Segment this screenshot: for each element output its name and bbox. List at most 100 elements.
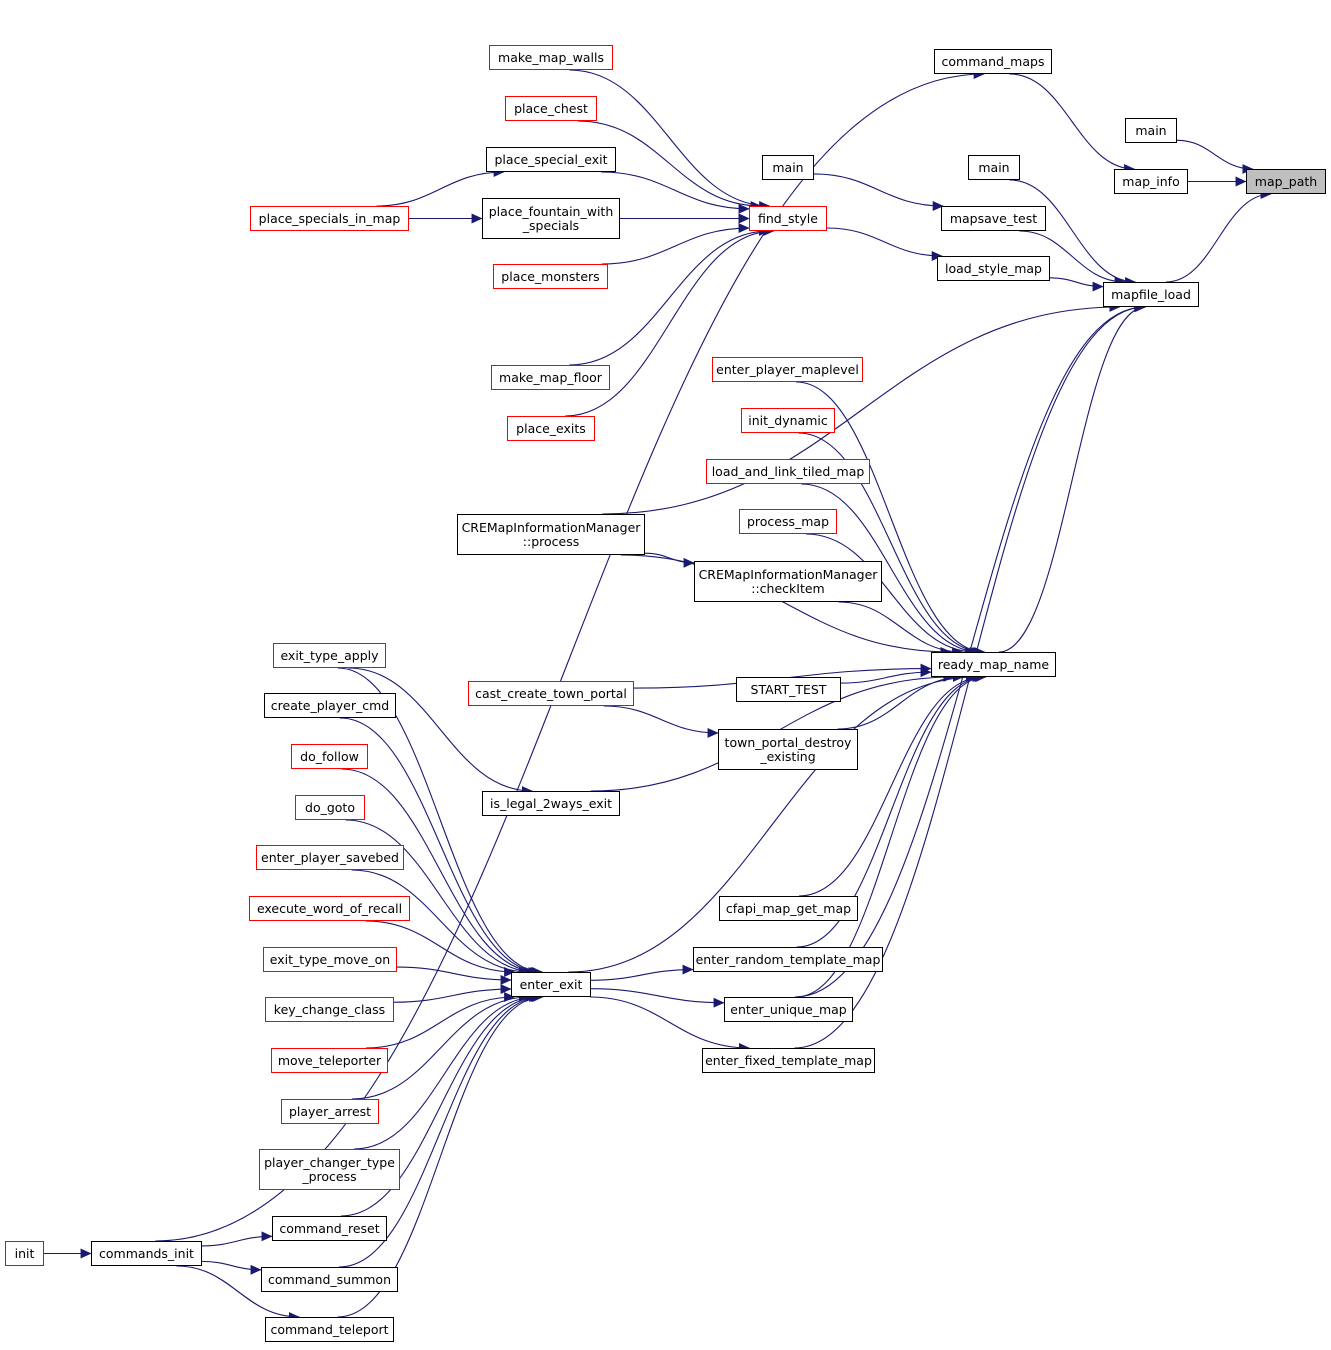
node-key-change-class[interactable]: key_change_class [265, 997, 394, 1022]
node-process-map[interactable]: process_map [739, 509, 837, 534]
edge-exit-type-move-on-to-enter-exit [396, 966, 512, 985]
node-place-chest[interactable]: place_chest [505, 96, 597, 121]
edge-load-style-map-to-mapfile-load [1049, 277, 1104, 292]
node-is-legal-2ways-exit[interactable]: is_legal_2ways_exit [482, 791, 620, 816]
edge-command-summon-to-enter-exit [338, 992, 543, 1268]
edge-place-specials-in-map-to-place-special-exit [376, 167, 505, 207]
edge-find-style-to-load-style-map [826, 227, 943, 261]
node-make-map-floor[interactable]: make_map_floor [491, 365, 610, 390]
edge-player-changer-type-process-to-enter-exit [354, 992, 537, 1150]
node-place-monsters[interactable]: place_monsters [493, 264, 608, 289]
node-start-test[interactable]: START_TEST [736, 677, 841, 702]
edge-place-monsters-to-find-style [601, 223, 750, 265]
node-cremapinformationmanager-process[interactable]: CREMapInformationManager::process [457, 514, 645, 555]
node-place-special-exit[interactable]: place_special_exit [486, 147, 616, 172]
node-load-and-link-tiled-map[interactable]: load_and_link_tiled_map [706, 459, 870, 484]
edge-execute-word-of-recall-to-enter-exit [365, 920, 516, 977]
edge-command-teleport-to-enter-exit [337, 992, 544, 1318]
node-cfapi-map-get-map[interactable]: cfapi_map_get_map [719, 896, 858, 921]
node-make-map-walls[interactable]: make_map_walls [489, 45, 613, 70]
edge-process-map-to-ready-map-name [805, 533, 977, 657]
edge-do-follow-to-enter-exit [341, 768, 540, 977]
edge-cremap-process-to-cremap-checkitem [644, 552, 695, 568]
edge-mapfile-load-to-map-path [1165, 189, 1272, 283]
node-enter-player-savebed[interactable]: enter_player_savebed [256, 845, 404, 870]
node-place-exits[interactable]: place_exits [507, 416, 595, 441]
node-enter-unique-map[interactable]: enter_unique_map [724, 997, 853, 1022]
node-load-style-map[interactable]: load_style_map [937, 256, 1050, 281]
node-enter-player-maplevel[interactable]: enter_player_maplevel [712, 357, 863, 382]
edge-cfapi-map-get-map-to-ready-map-name [799, 672, 984, 897]
edge-player-arrest-to-enter-exit [351, 992, 530, 1100]
edge-enter-exit-to-enter-random-template-map [590, 964, 694, 981]
node-command-summon[interactable]: command_summon [261, 1267, 398, 1292]
edge-init-dynamic-to-ready-map-name [798, 432, 984, 657]
node-main[interactable]: main [968, 155, 1020, 180]
edge-main-a-to-map-path [1176, 139, 1254, 174]
node-player-changer-type-process[interactable]: player_changer_type_process [259, 1149, 400, 1190]
edge-town-portal-destroy-existing-to-ready-map-name [837, 672, 964, 730]
node-move-teleporter[interactable]: move_teleporter [271, 1048, 388, 1073]
edge-command-reset-to-enter-exit [340, 992, 541, 1217]
node-enter-fixed-template-map[interactable]: enter_fixed_template_map [702, 1048, 875, 1073]
node-command-reset[interactable]: command_reset [272, 1216, 387, 1241]
node-command-maps[interactable]: command_maps [934, 49, 1052, 74]
edge-ready-map-name-to-mapfile-load [998, 302, 1147, 653]
edge-enter-exit-to-ready-map-name [568, 672, 977, 973]
node-init-dynamic[interactable]: init_dynamic [741, 408, 835, 433]
node-exit-type-move-on[interactable]: exit_type_move_on [263, 947, 397, 972]
edge-main-c-to-mapsave-test [813, 173, 944, 211]
edge-enter-player-maplevel-to-ready-map-name [796, 381, 986, 657]
edge-key-change-class-to-enter-exit [393, 984, 512, 1003]
edge-cremap-process-to-mapfile-load [602, 302, 1121, 515]
edge-cremap-checkitem-to-ready-map-name [838, 601, 964, 657]
edge-command-maps-to-map-info [1009, 73, 1136, 174]
edge-cremap-process-to-ready-map-name [620, 554, 952, 657]
node-place-specials-in-map[interactable]: place_specials_in_map [250, 206, 409, 231]
node-enter-random-template-map[interactable]: enter_random_template_map [693, 947, 883, 972]
node-find-style[interactable]: find_style [749, 206, 827, 231]
edge-enter-unique-map-to-ready-map-name [795, 672, 987, 998]
node-command-teleport[interactable]: command_teleport [265, 1317, 394, 1342]
edge-start-test-to-ready-map-name [840, 667, 932, 684]
node-main[interactable]: main [762, 155, 814, 180]
edge-place-exits-to-find-style [565, 226, 775, 417]
edge-commands-init-to-command-reset [201, 1231, 273, 1247]
node-do-follow[interactable]: do_follow [291, 744, 368, 769]
node-main[interactable]: main [1125, 118, 1177, 143]
edge-commands-init-to-command-teleport [176, 1265, 300, 1322]
node-exit-type-apply[interactable]: exit_type_apply [273, 643, 386, 668]
node-create-player-cmd[interactable]: create_player_cmd [264, 693, 396, 718]
edge-enter-exit-to-enter-fixed-template-map [590, 996, 750, 1053]
node-enter-exit[interactable]: enter_exit [511, 972, 591, 997]
node-do-goto[interactable]: do_goto [295, 795, 365, 820]
node-init[interactable]: init [5, 1241, 44, 1266]
edge-create-player-cmd-to-enter-exit [339, 717, 542, 977]
edge-mapsave-test-to-mapfile-load [1019, 230, 1126, 287]
node-mapsave-test[interactable]: mapsave_test [941, 206, 1046, 231]
node-cremapinformationmanager-checkitem[interactable]: CREMapInformationManager::checkItem [694, 561, 882, 602]
node-mapfile-load[interactable]: mapfile_load [1103, 282, 1199, 307]
node-execute-word-of-recall[interactable]: execute_word_of_recall [249, 896, 410, 921]
edge-exit-type-apply-to-enter-exit [337, 667, 544, 977]
edge-enter-random-template-map-to-ready-map-name [796, 672, 986, 948]
node-place-fountain-with-specials[interactable]: place_fountain_with_specials [482, 198, 620, 239]
node-map-info[interactable]: map_info [1114, 169, 1188, 194]
node-map-path[interactable]: map_path [1246, 169, 1326, 194]
node-town-portal-destroy-existing[interactable]: town_portal_destroy_existing [718, 729, 858, 770]
edge-enter-exit-to-enter-unique-map [590, 988, 725, 1008]
edge-enter-player-savebed-to-enter-exit [351, 869, 530, 977]
edge-cast-create-town-portal-to-town-portal-destroy-existing [603, 705, 719, 738]
edge-place-special-exit-to-find-style [601, 171, 750, 214]
node-cast-create-town-portal[interactable]: cast_create_town_portal [468, 681, 634, 706]
node-commands-init[interactable]: commands_init [91, 1241, 202, 1266]
edge-make-map-floor-to-find-style [569, 226, 770, 366]
edge-do-goto-to-enter-exit [345, 819, 536, 977]
edge-exit-type-apply-to-is-legal-2ways-exit [348, 667, 533, 796]
edge-place-chest-to-find-style [577, 120, 762, 211]
node-ready-map-name[interactable]: ready_map_name [931, 652, 1056, 677]
edge-load-and-link-tiled-map-to-ready-map-name [801, 483, 981, 657]
node-player-arrest[interactable]: player_arrest [281, 1099, 379, 1124]
edge-move-teleporter-to-enter-exit [365, 992, 516, 1049]
